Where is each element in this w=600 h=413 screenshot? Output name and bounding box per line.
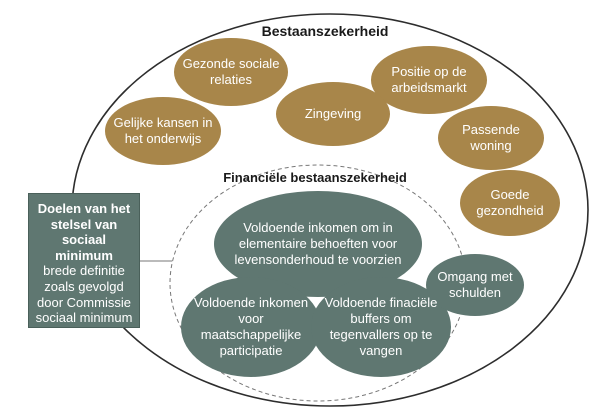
label-inkomen-levensonderhoud: Voldoende inkomen om in elementaire beho… [234,219,402,268]
ellipse-schulden [426,254,524,316]
ellipse-arbeidsmarkt [371,46,487,114]
label-gezondheid: Goede gezondheid [476,186,544,218]
ellipse-inkomen-levensonderhoud [214,191,422,297]
inner-title: Financiële bestaanszekerheid [223,169,407,185]
outer-title: Bestaanszekerheid [261,23,389,40]
label-inkomen-participatie: Voldoende inkomen voor maatschappelijke … [193,294,309,359]
label-buffers: Voldoende finaciële buffers om tegenvall… [324,294,438,359]
label-onderwijs: Gelijke kansen in het onderwijs [113,114,213,146]
ellipse-gezondheid [460,170,560,236]
ellipse-buffers [311,277,451,377]
label-arbeidsmarkt: Positie op de arbeidsmarkt [391,63,467,95]
label-schulden: Omgang met schulden [437,268,513,300]
ellipse-woning [438,106,544,170]
label-zingeving: Zingeving [304,105,362,121]
ellipse-gezonde-relaties [174,38,288,106]
side-box-doelen-stelsel: Doelen van het stelsel van sociaal minim… [28,193,140,328]
label-gezonde-relaties: Gezonde sociale relaties [182,55,280,87]
ellipse-inkomen-participatie [181,277,321,377]
label-woning: Passende woning [462,121,520,153]
ellipse-onderwijs [105,97,221,165]
side-box-text: brede definitie zoals gevolgd door Commi… [35,263,133,326]
side-box-bold-text: Doelen van het stelsel van sociaal minim… [37,201,131,263]
ellipse-zingeving [276,82,390,146]
